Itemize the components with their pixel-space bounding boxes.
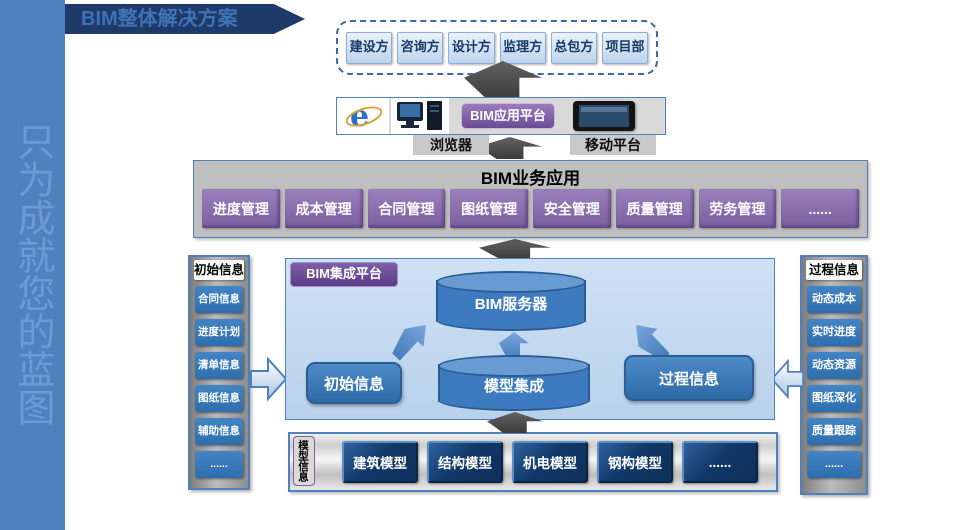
stakeholder-project-dept-button[interactable]: 项目部 bbox=[601, 31, 649, 64]
architecture-model-button[interactable]: 建筑模型 bbox=[342, 441, 418, 483]
desktop-computer-icon bbox=[391, 98, 449, 134]
initial-info-column: 初始信息 合同信息 进度计划 清单信息 图纸信息 辅助信息 ...... bbox=[188, 255, 250, 490]
initial-info-more[interactable]: ...... bbox=[195, 451, 243, 478]
stakeholder-designer-button[interactable]: 设计方 bbox=[448, 31, 495, 64]
module-contract-button[interactable]: 合同管理 bbox=[367, 189, 446, 228]
initial-info-schedule[interactable]: 进度计划 bbox=[195, 319, 243, 346]
module-cost-button[interactable]: 成本管理 bbox=[284, 189, 363, 228]
process-info-column: 过程信息 动态成本 实时进度 动态资源 图纸深化 质量跟踪 ...... bbox=[800, 255, 868, 495]
bim-app-platform-pill[interactable]: BIM应用平台 bbox=[461, 103, 555, 129]
process-info-realtime-progress[interactable]: 实时进度 bbox=[807, 319, 861, 346]
module-more-button[interactable]: ...... bbox=[781, 189, 859, 228]
arrow-initial-to-server bbox=[386, 316, 435, 366]
bim-server-cylinder: BIM服务器 bbox=[436, 271, 586, 331]
initial-info-boq[interactable]: 清单信息 bbox=[195, 352, 243, 379]
business-apps-box: BIM业务应用 进度管理 成本管理 合同管理 图纸管理 安全管理 质量管理 劳务… bbox=[193, 160, 868, 238]
business-apps-row: 进度管理 成本管理 合同管理 图纸管理 安全管理 质量管理 劳务管理 .....… bbox=[202, 189, 859, 228]
module-safety-button[interactable]: 安全管理 bbox=[533, 189, 611, 228]
left-arrow-process-to-platform bbox=[770, 358, 804, 400]
module-schedule-button[interactable]: 进度管理 bbox=[202, 189, 280, 228]
stakeholder-supervisor-button[interactable]: 监理方 bbox=[499, 31, 546, 64]
model-buttons-row: 建筑模型 结构模型 机电模型 钢构模型 ...... bbox=[342, 441, 758, 483]
sidebar-slogan: 只为成就您的蓝图 bbox=[11, 122, 53, 426]
steel-model-button[interactable]: 钢构模型 bbox=[597, 441, 673, 483]
model-integration-cylinder: 模型集成 bbox=[438, 355, 590, 411]
process-info-quality-track[interactable]: 质量跟踪 bbox=[807, 418, 861, 445]
process-info-node[interactable]: 过程信息 bbox=[624, 355, 754, 401]
initial-info-auxiliary[interactable]: 辅助信息 bbox=[195, 418, 243, 445]
integration-platform-tag: BIM集成平台 bbox=[290, 262, 398, 287]
process-info-title: 过程信息 bbox=[806, 260, 862, 280]
left-sidebar bbox=[0, 0, 65, 530]
module-drawing-button[interactable]: 图纸管理 bbox=[450, 189, 528, 228]
right-arrow-initial-to-platform bbox=[250, 356, 288, 402]
stakeholders-box: 建设方 咨询方 设计方 监理方 总包方 项目部 bbox=[336, 20, 658, 75]
process-info-dynamic-resource[interactable]: 动态资源 bbox=[807, 352, 861, 379]
tablet-icon bbox=[573, 101, 635, 131]
stakeholder-consultant-button[interactable]: 咨询方 bbox=[397, 31, 444, 64]
page-title: BIM整体解决方案 bbox=[81, 8, 238, 30]
title-banner: BIM整体解决方案 bbox=[65, 4, 305, 34]
module-labor-button[interactable]: 劳务管理 bbox=[698, 189, 777, 228]
more-models-button[interactable]: ...... bbox=[682, 441, 758, 483]
process-info-dynamic-cost[interactable]: 动态成本 bbox=[807, 286, 861, 313]
initial-info-node[interactable]: 初始信息 bbox=[306, 362, 402, 404]
model-info-tag: 模型信息 bbox=[293, 436, 315, 486]
stakeholder-owner-button[interactable]: 建设方 bbox=[346, 31, 393, 64]
initial-info-drawing[interactable]: 图纸信息 bbox=[195, 385, 243, 412]
bim-server-label: BIM服务器 bbox=[474, 296, 548, 314]
mep-model-button[interactable]: 机电模型 bbox=[512, 441, 588, 483]
integration-platform-box: BIM集成平台 BIM服务器 初始信息 模型集成 过程信息 bbox=[285, 258, 775, 420]
structure-model-button[interactable]: 结构模型 bbox=[427, 441, 503, 483]
module-quality-button[interactable]: 质量管理 bbox=[615, 189, 694, 228]
process-info-more[interactable]: ...... bbox=[807, 451, 861, 478]
internet-explorer-icon: e bbox=[337, 98, 389, 134]
model-integration-label: 模型集成 bbox=[483, 378, 544, 396]
access-platform-bar: e BIM应用平台 bbox=[336, 97, 666, 135]
up-arrow-to-business-apps bbox=[479, 239, 551, 259]
stakeholder-contractor-button[interactable]: 总包方 bbox=[550, 31, 597, 64]
initial-info-contract[interactable]: 合同信息 bbox=[195, 286, 243, 313]
initial-info-title: 初始信息 bbox=[194, 260, 244, 280]
business-apps-title: BIM业务应用 bbox=[480, 169, 581, 188]
process-info-drawing-detail[interactable]: 图纸深化 bbox=[807, 385, 861, 412]
model-info-box: 模型信息 建筑模型 结构模型 机电模型 钢构模型 ...... bbox=[288, 432, 778, 492]
browser-label: 浏览器 bbox=[413, 135, 489, 155]
mobile-platform-label: 移动平台 bbox=[570, 135, 656, 155]
